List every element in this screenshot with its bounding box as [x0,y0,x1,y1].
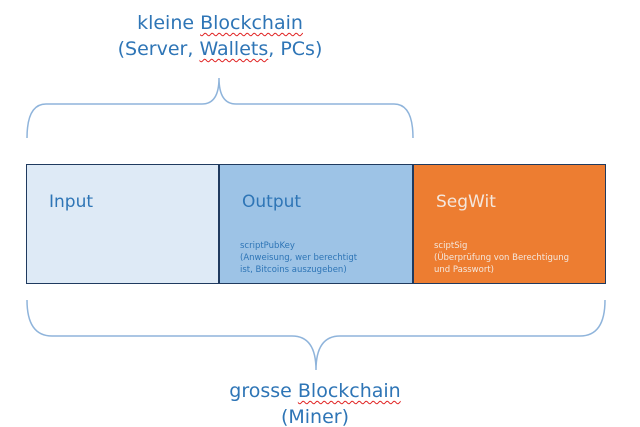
bottom-brace [26,299,606,371]
bottom-caption-blockchain-word: Blockchain [297,380,401,402]
segwit-box: SegWit sciptSig (Überprüfung von Berecht… [413,164,606,284]
segwit-box-title: SegWit [436,192,496,212]
bottom-caption-line-1: grosse Blockchain [0,378,635,404]
bottom-caption-line-2: (Miner) [280,406,350,427]
output-box: Output scriptPubKey (Anweisung, wer bere… [219,164,413,284]
output-box-title: Output [242,192,302,212]
top-caption-close: , PCs) [268,38,323,60]
segwit-note-line: und Passwort) [434,265,494,275]
top-caption-wallets-word: Wallets [199,38,269,60]
top-caption-line-2: (Server, Wallets, PCs) [0,36,540,62]
input-box: Input [26,164,219,284]
segwit-note-line: sciptSig [434,241,468,251]
output-note-line: (Anweisung, wer berechtigt [240,253,358,263]
output-note-line: ist, Bitcoins auszugeben) [240,265,347,275]
segwit-note-line: (Überprüfung von Berechtigung [434,253,570,263]
top-caption-line-1: kleine Blockchain [0,10,540,36]
segwit-box-note: sciptSig (Überprüfung von Berechtigung u… [434,240,604,276]
top-caption-blockchain-word: Blockchain [200,12,303,34]
top-caption-open: (Server, [117,38,200,60]
input-box-title: Input [49,192,94,212]
bottom-caption: grosse Blockchain (Miner) [0,378,635,427]
top-caption-prefix: kleine [137,12,201,34]
top-caption: kleine Blockchain (Server, Wallets, PCs) [0,10,540,62]
bottom-caption-prefix: grosse [229,380,298,402]
output-note-line: scriptPubKey [240,241,295,251]
output-box-note: scriptPubKey (Anweisung, wer berechtigt … [240,240,410,276]
top-brace [26,77,414,139]
